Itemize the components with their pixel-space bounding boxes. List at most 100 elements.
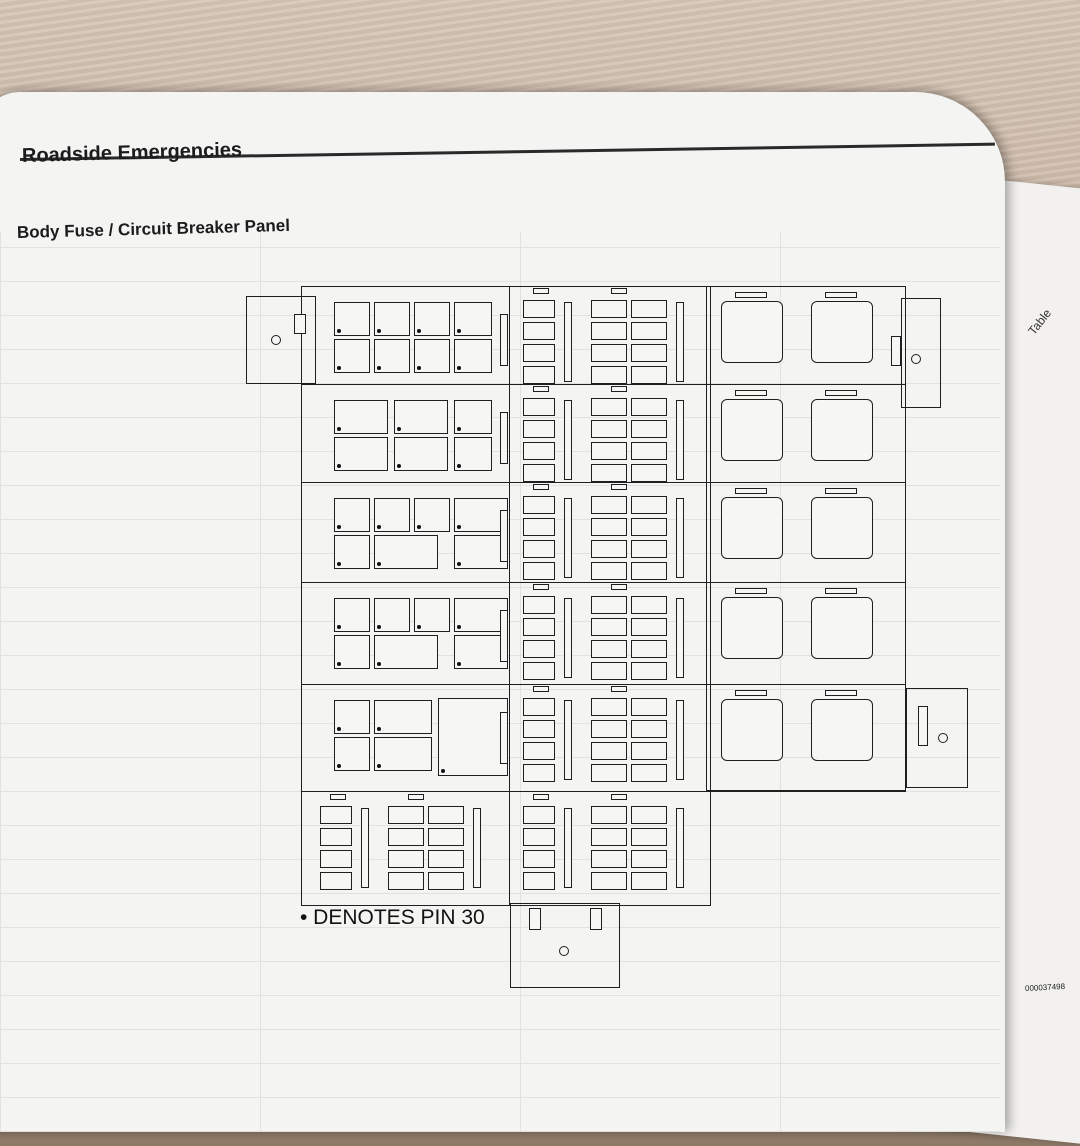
fuse [631,828,667,846]
pin-30-dot [337,366,341,370]
fuse [591,344,627,362]
fuse-block-tab [611,386,627,392]
fuse-block-tab [533,288,549,294]
pin-30-dot [377,764,381,768]
pin-30-dot [457,366,461,370]
fuse-block-slot [564,302,572,382]
relay-module-cell [438,698,508,776]
fuse [631,662,667,680]
relay-module-cell [334,400,388,434]
column-separator [706,286,708,791]
relay-tab [735,390,767,396]
fuse [523,764,555,782]
panel-outline-main [301,286,711,906]
fuse-block-tab [611,794,627,800]
facing-page-label: Table [1025,306,1055,338]
relay-module-cell [414,302,450,336]
column-separator [509,286,511,906]
fuse [631,618,667,636]
relay [721,597,783,659]
fuse [631,442,667,460]
fuse [591,618,627,636]
relay-module-cell [334,437,388,471]
fuse-block-tab [330,794,346,800]
fuse [591,742,627,760]
relay [811,497,873,559]
fuse [388,872,424,890]
module-slot [500,412,508,464]
relay [811,699,873,761]
pin-30-dot [397,464,401,468]
fuse [631,344,667,362]
fuse [320,806,352,824]
fuse [591,322,627,340]
fuse-block-slot [676,302,684,382]
fuse [631,420,667,438]
relay-module-cell [454,598,508,632]
fuse-block-slot [564,598,572,678]
pin-30-dot [337,727,341,731]
pin-30-dot [337,427,341,431]
panel-outline-right-top [901,298,941,408]
fuse [523,496,555,514]
relay-module-cell [374,535,438,569]
fuse [428,872,464,890]
fuse [631,322,667,340]
pin-30-dot [457,427,461,431]
relay-tab [825,292,857,298]
fuse [523,420,555,438]
fuse [591,698,627,716]
relay-tab [735,488,767,494]
fuse [523,398,555,416]
mount-hole-right-top [911,354,921,364]
fuse [388,828,424,846]
ear-tab-right [891,336,901,366]
fuse-block-tab [533,794,549,800]
pin-30-dot [417,525,421,529]
relay-module-cell [454,535,508,569]
fuse [591,496,627,514]
fuse [428,806,464,824]
fuse [631,850,667,868]
fuse [631,698,667,716]
fuse [320,828,352,846]
fuse [523,540,555,558]
fuse [631,562,667,580]
fuse [591,850,627,868]
fuse [523,464,555,482]
pin-30-dot [457,329,461,333]
fuse [523,698,555,716]
show-through-table [0,232,1000,1132]
panel-outline-right-bottom [906,688,968,788]
pin-30-dot [457,464,461,468]
fuse [631,398,667,416]
fuse [591,300,627,318]
pin-30-dot [337,662,341,666]
relay-tab [825,488,857,494]
relay-module-cell [374,635,438,669]
module-slot [500,610,508,662]
fuse-block-slot [564,498,572,578]
fuse [591,464,627,482]
fuse [591,398,627,416]
fuse-block-tab [533,484,549,490]
fuse [631,300,667,318]
row-separator [301,791,906,793]
fuse [591,442,627,460]
fuse [631,720,667,738]
pin-30-dot [377,525,381,529]
pin-30-dot [377,662,381,666]
relay [811,597,873,659]
relay-module-cell [454,339,492,373]
fuse [591,828,627,846]
fuse [591,540,627,558]
fuse [591,720,627,738]
pin-30-dot [441,769,445,773]
pin-30-dot [377,329,381,333]
fuse [631,806,667,824]
fuse-block-slot [564,808,572,888]
fuse [631,872,667,890]
relay-module-cell [374,737,432,771]
fuse [428,850,464,868]
fuse-block-tab [408,794,424,800]
